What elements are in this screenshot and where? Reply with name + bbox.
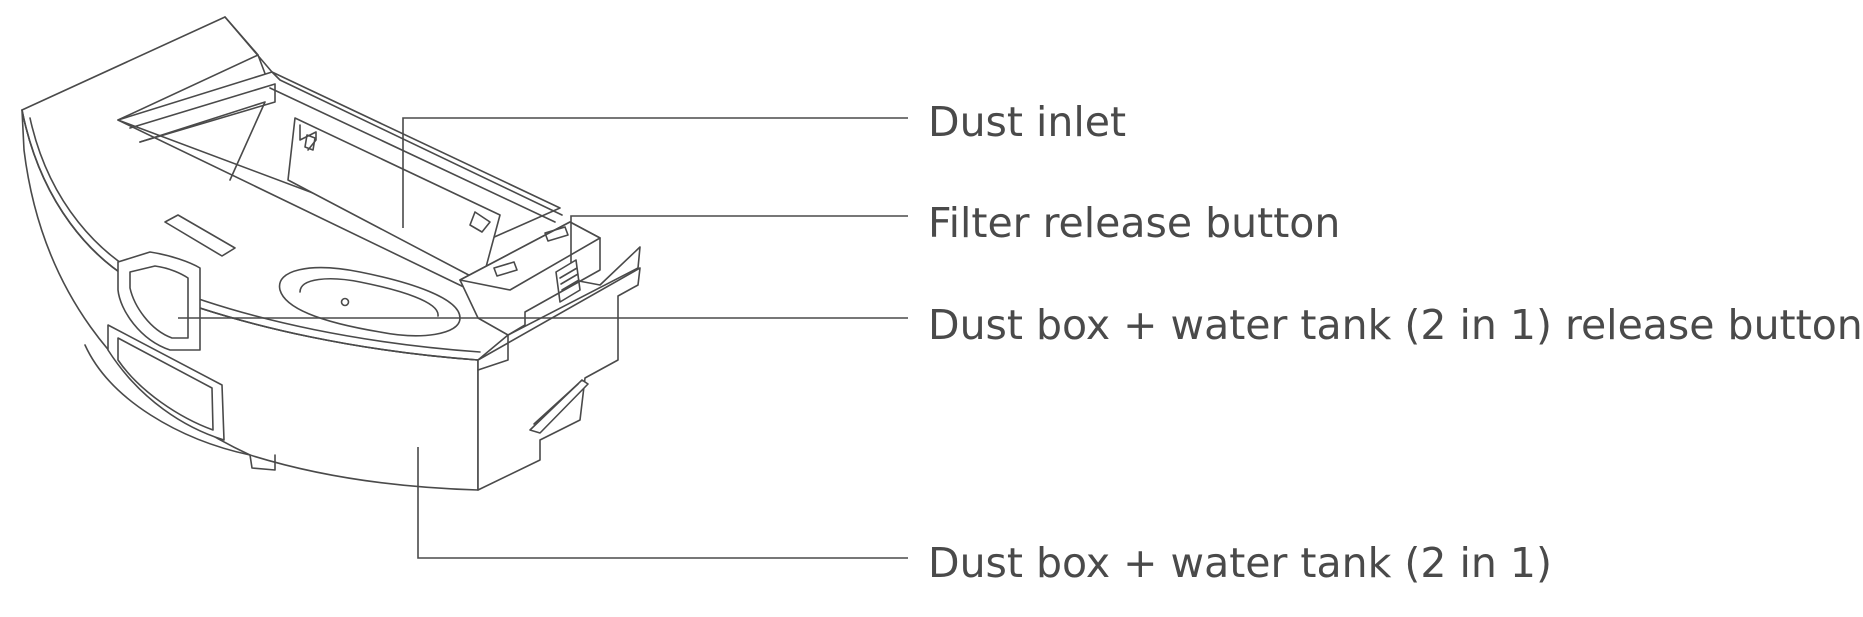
bottom-notch <box>249 454 276 471</box>
label-filter-release-button: Filter release button <box>928 199 1341 247</box>
label-dust-inlet: Dust inlet <box>928 98 1127 146</box>
side-clip-inner <box>533 383 579 425</box>
filter-release-module-slot-1 <box>544 226 569 242</box>
bottom-edge <box>84 344 251 456</box>
release-button-opening <box>117 251 201 351</box>
dust-box-side-wall <box>477 267 641 491</box>
inlet-inner-wall <box>139 101 266 181</box>
side-wall-edge <box>477 334 509 371</box>
inlet-rail-top-2 <box>269 87 556 223</box>
docking-recess-inner <box>299 278 439 317</box>
leader-dust-inlet <box>402 117 908 228</box>
lower-front-opening-inner <box>117 337 214 431</box>
filter-release-module-top <box>459 221 601 291</box>
inlet-rail-left <box>129 83 276 143</box>
filter-release-module-slot-2 <box>493 261 518 277</box>
handle-slot <box>164 214 236 257</box>
leader-dust-box-water-tank <box>417 447 908 559</box>
label-dust-box-release-button: Dust box + water tank (2 in 1) release b… <box>928 301 1863 349</box>
inlet-rail-top <box>271 71 563 216</box>
filter-flap-tab-right <box>469 211 491 233</box>
release-button-inner <box>129 265 189 339</box>
leader-filter-release-button <box>570 215 908 263</box>
docking-recess-pin <box>340 297 350 307</box>
lower-front-opening <box>107 324 225 441</box>
label-dust-box-water-tank: Dust box + water tank (2 in 1) <box>928 539 1552 587</box>
filter-flap-slot <box>304 134 316 151</box>
filter-release-button-grip <box>555 259 581 303</box>
